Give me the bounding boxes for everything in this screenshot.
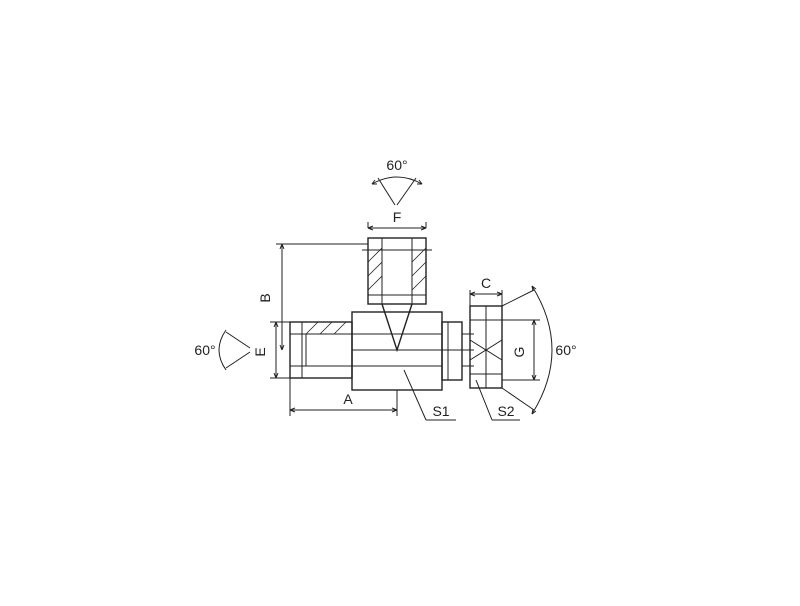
main-body xyxy=(289,311,474,391)
dim-g: G xyxy=(502,319,540,381)
dim-f: F xyxy=(367,209,427,231)
angle-left-label: 60° xyxy=(194,342,215,358)
dim-c-label: C xyxy=(481,275,491,291)
dim-s1: S1 xyxy=(403,369,456,421)
dim-s1-label: S1 xyxy=(432,403,449,419)
top-branch xyxy=(362,237,432,353)
dim-a: A xyxy=(289,378,398,416)
dim-g-label: G xyxy=(511,347,527,358)
dim-e-label: E xyxy=(252,347,268,356)
dim-a-label: A xyxy=(343,391,353,407)
left-angle-indicator: 60° xyxy=(194,329,251,371)
dim-b-label: B xyxy=(257,293,273,302)
dim-b: B xyxy=(257,243,368,351)
top-angle-indicator: 60° xyxy=(371,157,423,206)
angle-right-label: 60° xyxy=(555,342,576,358)
right-angle-indicator: 60° xyxy=(501,285,577,415)
swivel-nut xyxy=(469,305,503,389)
dim-f-label: F xyxy=(393,209,402,225)
dim-s2: S2 xyxy=(475,379,520,421)
angle-top-label: 60° xyxy=(386,157,407,173)
dim-c: C xyxy=(469,275,503,306)
dim-e: E xyxy=(252,321,290,379)
dim-s2-label: S2 xyxy=(497,403,514,419)
